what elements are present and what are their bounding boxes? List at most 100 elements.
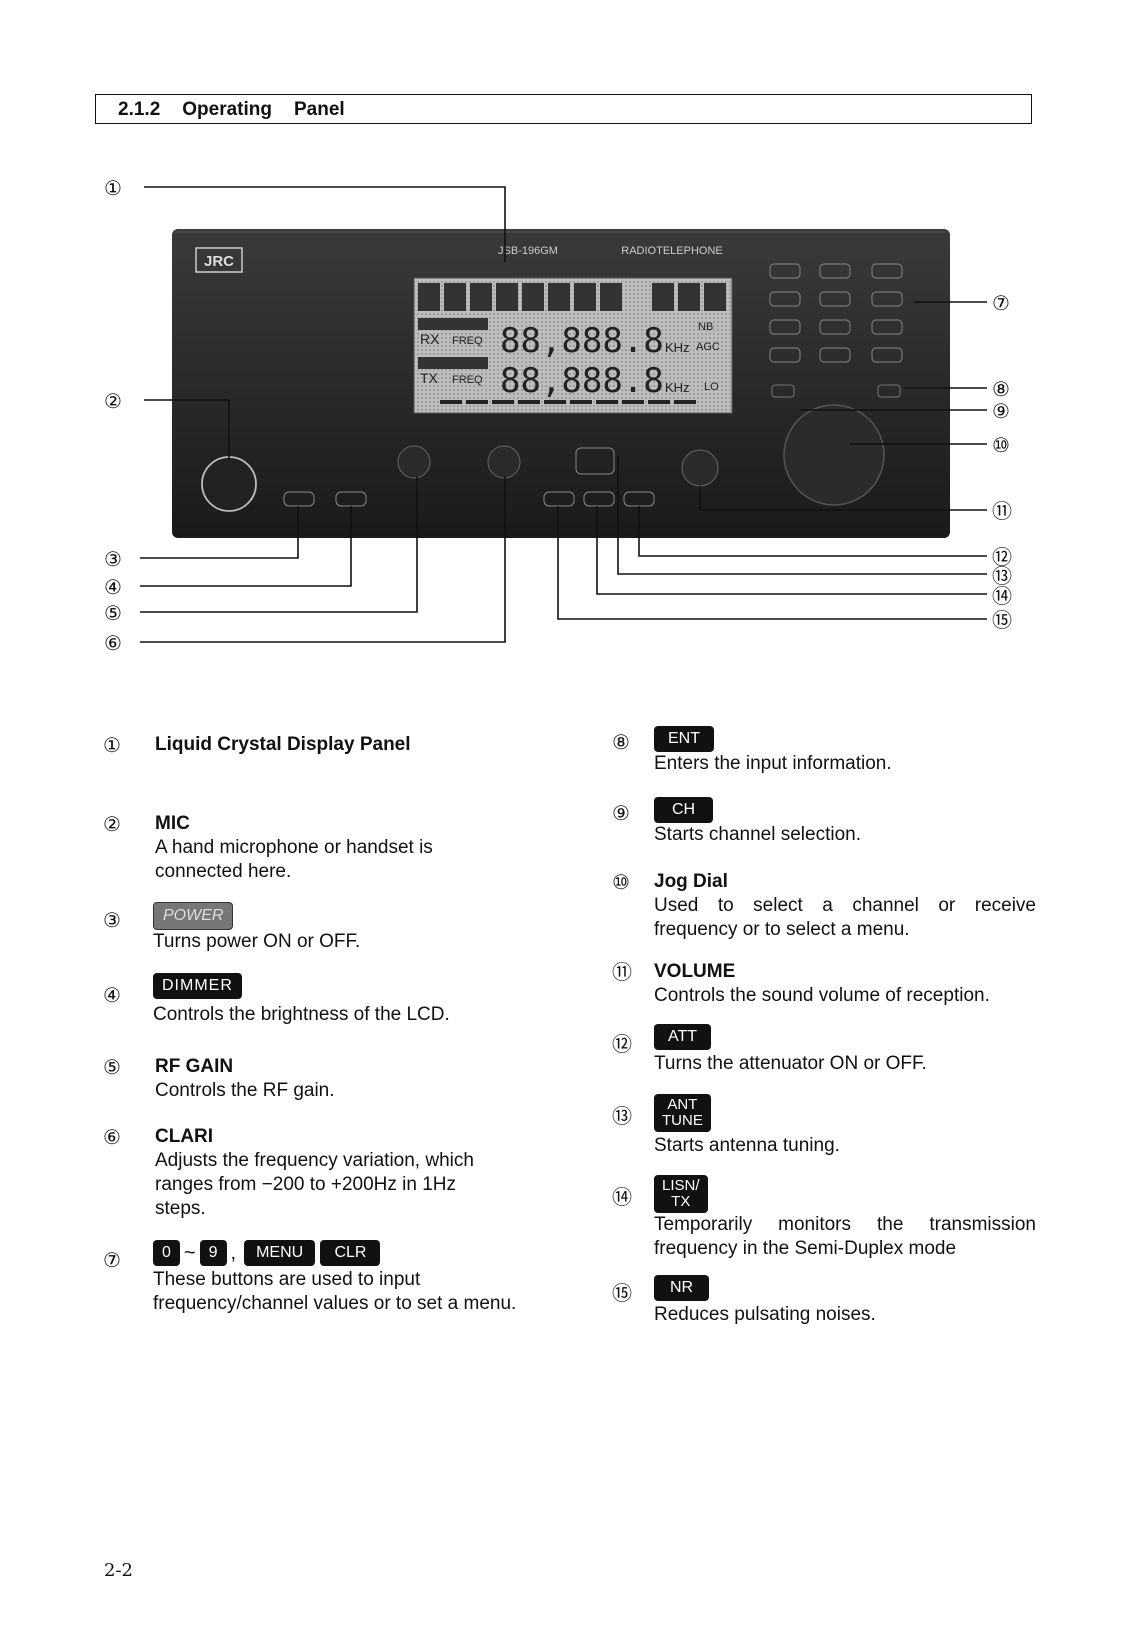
- model-label: JSB-196GM: [498, 245, 558, 257]
- item-desc-line: Used to select a channel or receive: [654, 895, 1036, 916]
- power-button-figure[interactable]: [283, 491, 315, 507]
- item-att: ⑫ ATT Turns the attenuator ON or OFF.: [612, 1024, 1042, 1076]
- item-desc-line: A hand microphone or handset is: [155, 837, 433, 858]
- item-desc-line: Turns the attenuator ON or OFF.: [654, 1053, 927, 1074]
- item-desc-line: Reduces pulsating noises.: [654, 1304, 876, 1325]
- lcd-tx-digits: 88,888.8: [500, 361, 664, 401]
- item-title: Liquid Crystal Display Panel: [155, 734, 411, 755]
- callout-10: ⑩: [992, 433, 1010, 457]
- product-label: RADIOTELEPHONE: [621, 245, 722, 257]
- item-number: ⑤: [103, 1055, 121, 1079]
- callout-5: ⑤: [104, 601, 122, 625]
- item-volume: ⑪ VOLUME Controls the sound volume of re…: [612, 960, 1052, 1008]
- lcd-agc: AGC: [696, 341, 720, 353]
- item-number: ⑥: [103, 1125, 121, 1149]
- item-title: RF GAIN: [155, 1056, 234, 1077]
- ent-key: ENT: [654, 726, 714, 752]
- item-desc-line: Turns power ON or OFF.: [153, 931, 361, 952]
- item-keypad: ⑦ 0~9,MENU CLR These buttons are used to…: [103, 1240, 573, 1316]
- callout-14: ⑭: [992, 584, 1012, 608]
- callout-7: ⑦: [992, 291, 1010, 315]
- lcd-khz-rx: KHz: [665, 340, 690, 355]
- callout-9: ⑨: [992, 399, 1010, 423]
- lisn-tx-key-line-1: LISN/: [662, 1177, 700, 1194]
- callout-11: ⑪: [992, 499, 1012, 523]
- item-ch: ⑨ CH Starts channel selection.: [612, 797, 1042, 847]
- ant-tune-key-line-2: TUNE: [662, 1112, 703, 1129]
- item-desc-line: steps.: [155, 1198, 206, 1219]
- lcd-rx-label: RX: [420, 331, 440, 347]
- item-title: CLARI: [155, 1126, 214, 1147]
- item-jog-dial: ⑩ Jog Dial Used to select a channel or r…: [612, 870, 1042, 942]
- lcd-freq-label-tx: FREQ: [452, 374, 483, 386]
- volume-knob[interactable]: [681, 449, 719, 487]
- item-clari: ⑥ CLARI Adjusts the frequency variation,…: [103, 1125, 563, 1221]
- item-desc-line: These buttons are used to input: [153, 1269, 421, 1290]
- item-desc-line: ranges from −200 to +200Hz in 1Hz: [155, 1174, 457, 1195]
- item-number: ⑮: [612, 1281, 632, 1305]
- lcd-freq-label-rx: FREQ: [452, 335, 483, 347]
- lisn-tx-button-figure[interactable]: [583, 491, 615, 507]
- jog-dial[interactable]: [783, 404, 885, 506]
- item-number: ⑩: [612, 870, 630, 894]
- mic-connector[interactable]: [201, 456, 257, 512]
- item-number: ②: [103, 812, 121, 836]
- item-desc-line: Controls the sound volume of reception.: [654, 985, 990, 1006]
- jrc-logo-box: [195, 247, 243, 273]
- item-desc-line: frequency or to select a menu.: [654, 919, 910, 940]
- ant-tune-key-line-1: ANT: [667, 1096, 698, 1113]
- keypad[interactable]: [769, 263, 903, 363]
- item-desc-line: Starts channel selection.: [654, 824, 862, 845]
- clari-knob[interactable]: [487, 445, 521, 479]
- lisn-tx-key-line-2: TX: [671, 1193, 691, 1210]
- item-desc-line: frequency/channel values or to set a men…: [153, 1293, 517, 1314]
- tilde: ~: [183, 1242, 196, 1264]
- att-key: ATT: [654, 1024, 712, 1050]
- callout-15: ⑮: [992, 608, 1012, 632]
- callout-2: ②: [104, 389, 122, 413]
- item-desc-line: connected here.: [155, 861, 292, 882]
- key-9: 9: [199, 1240, 227, 1266]
- lcd-lo: LO: [704, 381, 719, 393]
- ch-key-figure[interactable]: [877, 384, 901, 398]
- ent-key-figure[interactable]: [771, 384, 795, 398]
- att-button-figure[interactable]: [575, 447, 615, 475]
- item-rf-gain: ⑤ RF GAIN Controls the RF gain.: [103, 1055, 563, 1103]
- dimmer-key: DIMMER: [153, 973, 242, 999]
- ch-key: CH: [654, 797, 714, 823]
- rf-gain-knob[interactable]: [397, 445, 431, 479]
- item-power: ③ POWER Turns power ON or OFF.: [103, 902, 563, 954]
- item-mic: ② MIC A hand microphone or handset is co…: [103, 812, 563, 884]
- item-number: ③: [103, 908, 121, 932]
- menu-key: MENU: [244, 1240, 316, 1266]
- item-number: ④: [103, 983, 121, 1007]
- item-number: ⑨: [612, 801, 630, 825]
- item-number: ⑪: [612, 960, 632, 984]
- callout-13: ⑬: [992, 564, 1012, 588]
- item-desc-line: Enters the input information.: [654, 753, 892, 774]
- comma: ,: [230, 1242, 237, 1264]
- item-desc-line: Temporarily monitors the transmission: [654, 1214, 1036, 1235]
- section-number: 2.1.2: [118, 99, 161, 120]
- item-number: ⑫: [612, 1032, 632, 1056]
- key-0: 0: [153, 1240, 180, 1266]
- callout-1: ①: [104, 176, 122, 200]
- section-title-word-2: Panel: [294, 99, 345, 120]
- item-desc-line: Adjusts the frequency variation, which: [155, 1150, 474, 1171]
- lcd-rx-digits: 88,888.8: [500, 321, 664, 361]
- item-lcd-panel: ① Liquid Crystal Display Panel: [103, 733, 563, 757]
- lcd-display: RX FREQ 88,888.8 KHz NB AGC TX FREQ 88,8…: [413, 277, 733, 414]
- callout-12: ⑫: [992, 545, 1012, 569]
- item-desc-line: Starts antenna tuning.: [654, 1135, 840, 1156]
- callout-lines: [140, 186, 987, 643]
- nr-button-figure[interactable]: [543, 491, 575, 507]
- item-desc-line: frequency in the Semi-Duplex mode: [654, 1238, 957, 1259]
- item-lisn-tx: ⑭ LISN/TX Temporarily monitors the trans…: [612, 1175, 1042, 1261]
- clr-key: CLR: [320, 1240, 381, 1266]
- item-number: ⑧: [612, 730, 630, 754]
- item-nr: ⑮ NR Reduces pulsating noises.: [612, 1275, 1042, 1327]
